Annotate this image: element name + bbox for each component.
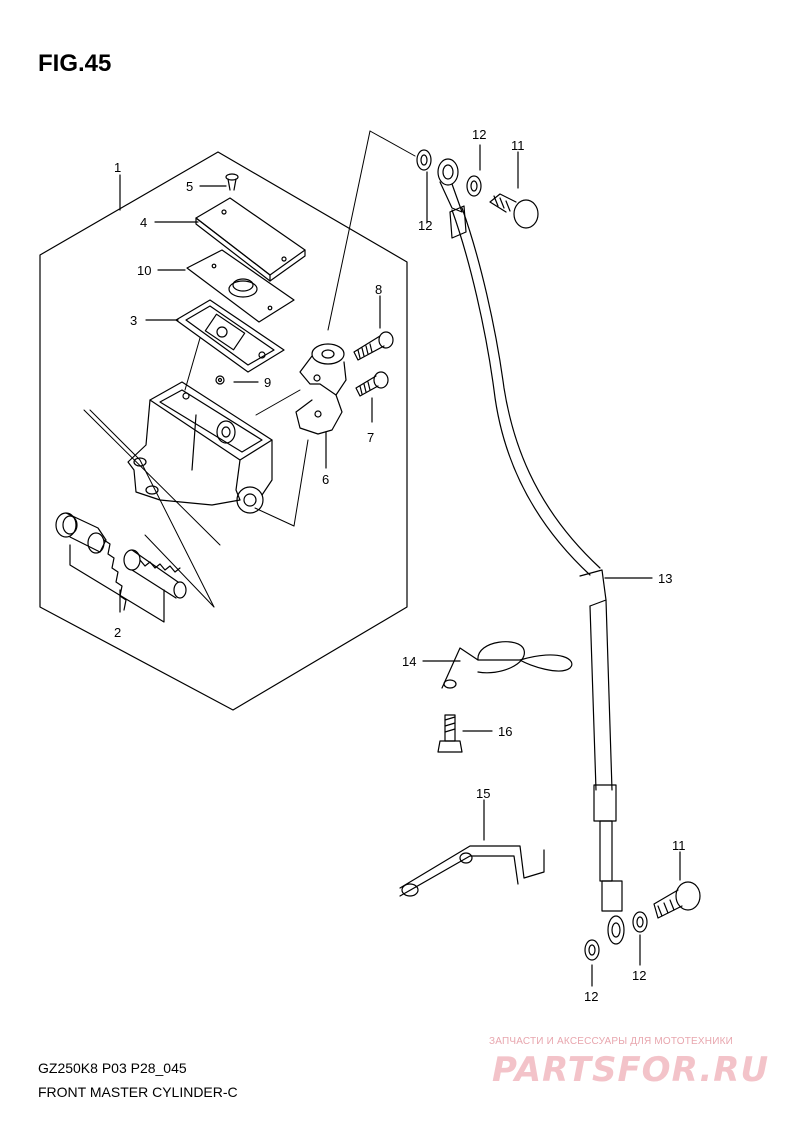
svg-text:11: 11 (511, 138, 525, 153)
svg-text:15: 15 (476, 786, 490, 801)
assembly-frame (39, 151, 408, 711)
svg-text:12: 12 (584, 989, 598, 1004)
svg-text:13: 13 (658, 571, 672, 586)
piston-set-part (55, 512, 187, 611)
top-banjo-fitting (416, 149, 539, 229)
assembly-lines (83, 130, 416, 608)
svg-text:8: 8 (375, 282, 382, 297)
diaphragm-part (186, 249, 295, 323)
svg-text:14: 14 (402, 654, 416, 669)
figure-title: FIG.45 (38, 50, 112, 77)
svg-text:16: 16 (498, 724, 512, 739)
svg-text:4: 4 (140, 215, 147, 230)
svg-text:12: 12 (472, 127, 486, 142)
clamp-bolt-part (437, 714, 463, 753)
svg-text:12: 12 (632, 968, 646, 983)
hose-clamp-part (441, 641, 573, 689)
svg-text:5: 5 (186, 179, 193, 194)
svg-text:2: 2 (114, 625, 121, 640)
figure-code: GZ250K8 P03 P28_045 (38, 1060, 187, 1076)
holder-part (295, 343, 347, 435)
watermark-logo: PARTSFOR.RU (492, 1050, 770, 1090)
hose-guide-part (399, 845, 545, 897)
holder-bolt-lower-part (355, 371, 389, 397)
callout-leaders (69, 144, 681, 987)
cap-screw-part (225, 173, 239, 191)
svg-text:11: 11 (672, 838, 686, 853)
reservoir-cap-part (195, 197, 306, 282)
holder-bolt-upper-part (353, 331, 394, 361)
svg-text:1: 1 (114, 160, 121, 175)
callout-numbers: 1 2 3 4 5 6 7 8 9 10 11 11 12 12 12 12 1… (114, 127, 686, 1004)
reservoir-plate-part (175, 299, 285, 373)
screw-washer-part (215, 375, 225, 385)
svg-text:10: 10 (137, 263, 151, 278)
figure-name: FRONT MASTER CYLINDER-C (38, 1084, 238, 1100)
master-cylinder-body (127, 381, 273, 514)
svg-text:3: 3 (130, 313, 137, 328)
brake-hose-part (449, 205, 625, 945)
svg-text:12: 12 (418, 218, 432, 233)
watermark-subtitle: ЗАПЧАСТИ И АКСЕССУАРЫ ДЛЯ МОТОТЕХНИКИ (489, 1036, 734, 1047)
svg-text:6: 6 (322, 472, 329, 487)
svg-text:7: 7 (367, 430, 374, 445)
svg-text:9: 9 (264, 375, 271, 390)
bottom-banjo-fitting (584, 881, 701, 961)
